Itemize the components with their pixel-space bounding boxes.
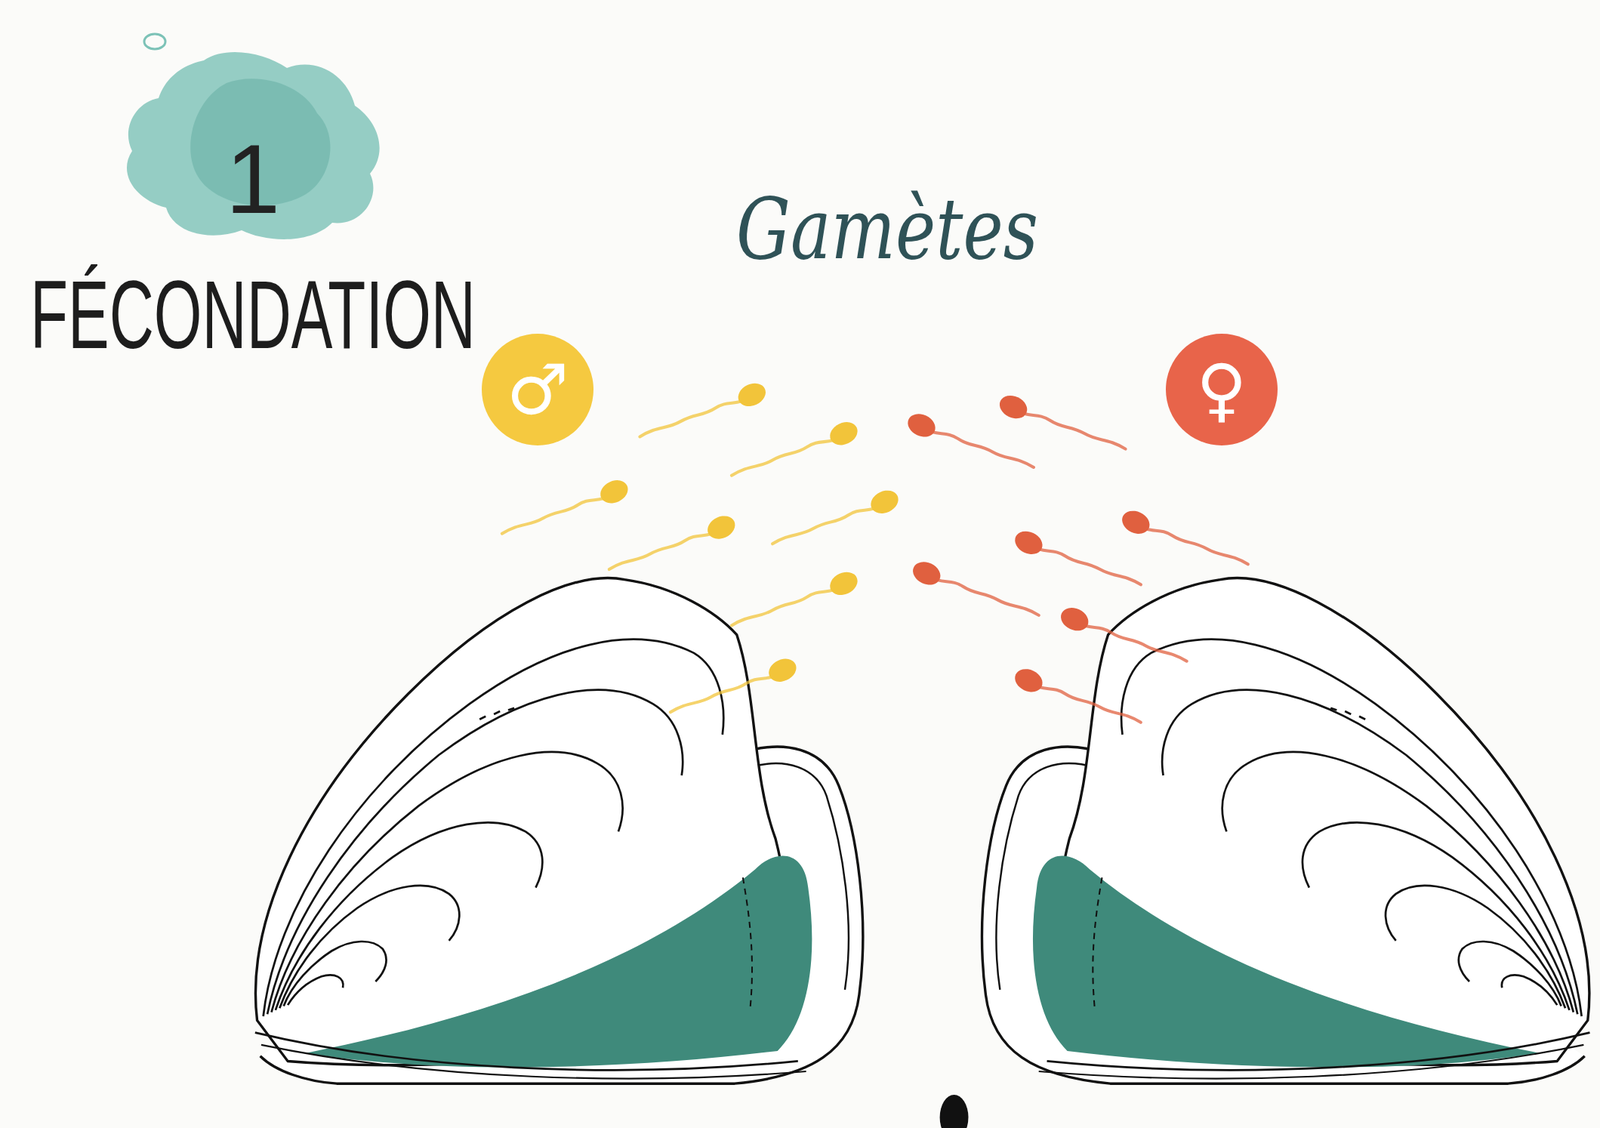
female-gametes [903, 391, 1248, 723]
number-badge: 1 [113, 30, 393, 250]
step-number: 1 [225, 122, 281, 236]
female-oyster [982, 578, 1591, 1085]
gender-symbol-circle: ♀ [1165, 333, 1278, 446]
gametes-label: Gamètes [736, 179, 1039, 278]
heading: FÉCONDATION [30, 258, 476, 370]
arrow-start [940, 1094, 969, 1128]
gender-symbol: ♂ [506, 349, 569, 431]
oysters [255, 578, 1591, 1128]
gender-symbol: ♀ [1196, 349, 1247, 431]
gender-symbol-circle: ♂ [481, 333, 594, 446]
male-oyster [255, 578, 864, 1085]
